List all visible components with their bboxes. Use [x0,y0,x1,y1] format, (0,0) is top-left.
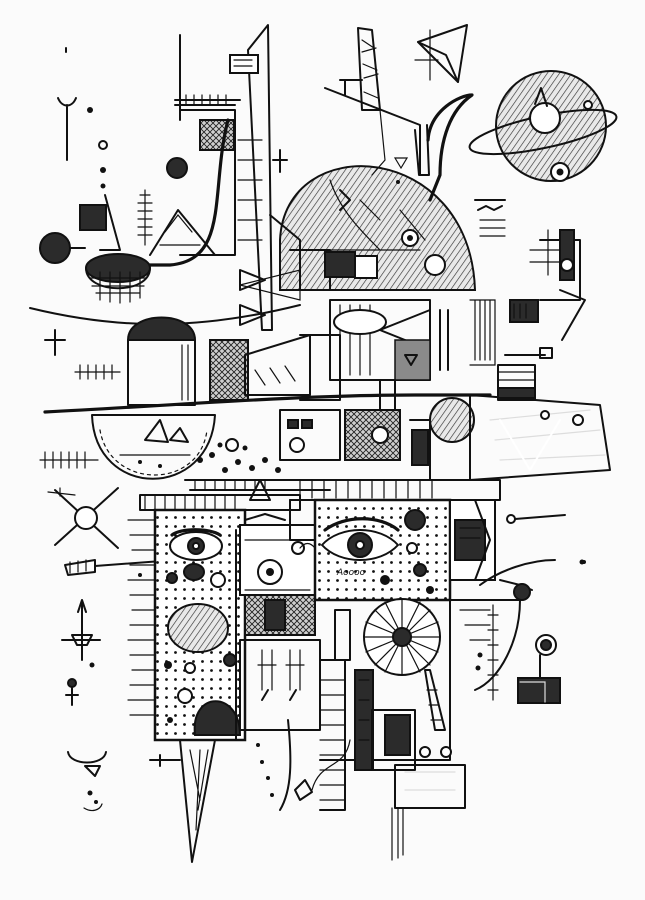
eye-panel: Aoooo [289,479,585,602]
left-panel [127,479,321,863]
top-spires [324,24,474,202]
bowl [39,414,216,480]
left-tower [133,24,288,331]
round-wheel [294,598,466,861]
left-symbols [39,47,216,304]
right-symbols-upper [469,199,586,366]
left-beam [29,304,492,414]
left-compass [47,487,181,812]
central-dome [239,165,477,326]
planet [468,70,618,182]
mid-machinery [329,299,611,481]
panel-scribble: Aoooo [336,568,366,578]
dot-chain [184,409,431,491]
right-lower [449,560,586,704]
